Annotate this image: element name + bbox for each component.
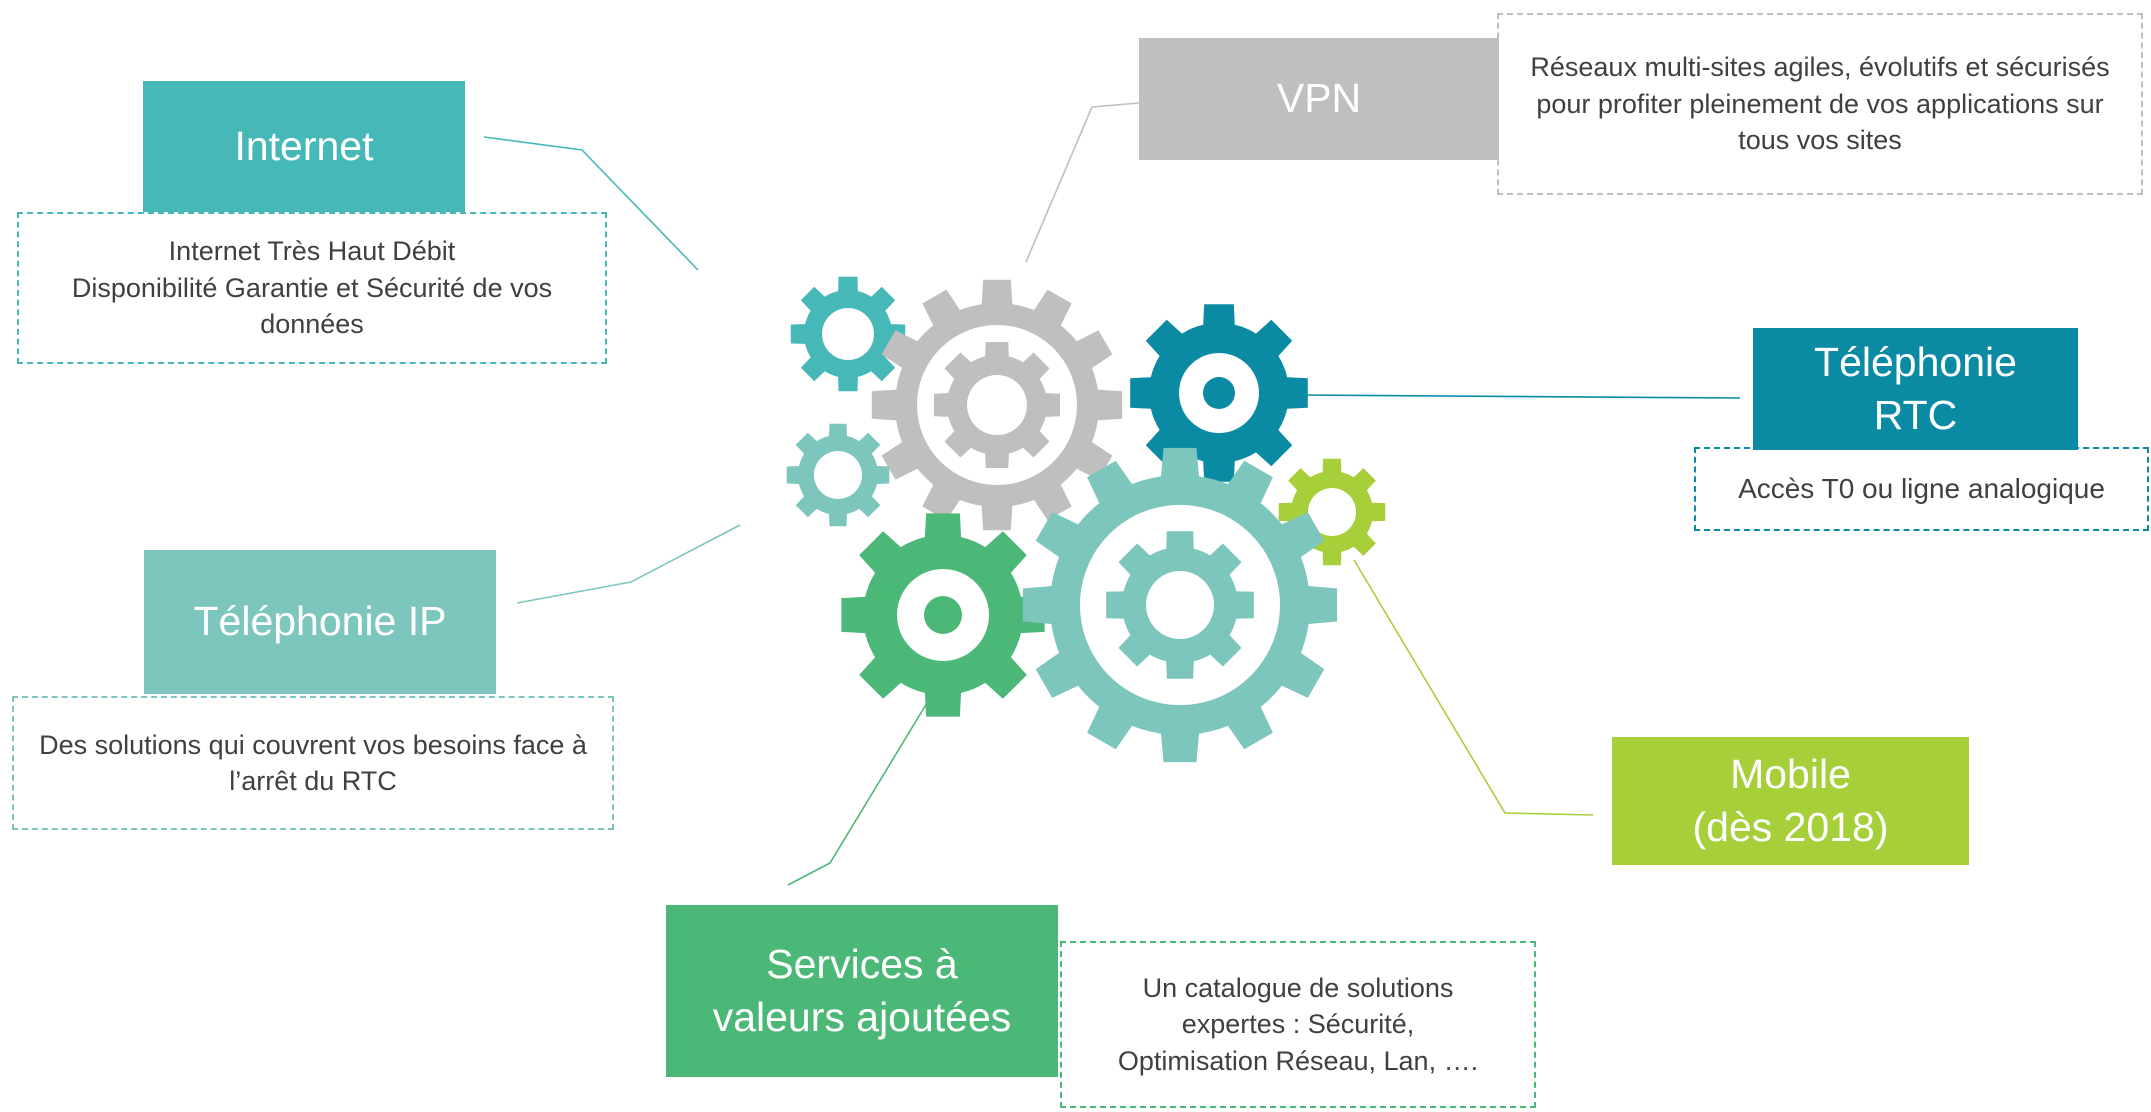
internet-desc-line1: Internet Très Haut Débit — [168, 236, 456, 267]
mobile-title-line1: Mobile — [1730, 750, 1851, 797]
vpn-title: VPN — [1276, 75, 1362, 122]
internet-title-box: Internet — [143, 81, 465, 212]
telephonie-ip-title: Téléphonie IP — [193, 598, 447, 645]
connector-lines — [483, 102, 1741, 886]
gear-medium-green-icon — [841, 513, 1045, 717]
internet-title: Internet — [234, 122, 374, 169]
gear-medium-dark-teal-icon — [1130, 304, 1308, 482]
gear-small-teal-icon — [790, 276, 906, 392]
services-va-description-box: Un catalogue de solutions expertes : Séc… — [1060, 941, 1536, 1108]
connector-services — [787, 697, 931, 886]
telephonie-ip-description-box: Des solutions qui couvrent vos besoins f… — [12, 696, 614, 830]
telephonie-rtc-title-box: Téléphonie RTC — [1753, 328, 2078, 450]
services-va-title-line1: Services à — [766, 940, 958, 987]
services-va-title-box: Services à valeurs ajoutées — [666, 905, 1058, 1077]
telephonie-ip-desc: Des solutions qui couvrent vos besoins f… — [39, 729, 587, 796]
gears-group — [786, 276, 1386, 763]
services-va-desc-line2: expertes : Sécurité, — [1181, 1009, 1415, 1040]
vpn-title-box: VPN — [1139, 38, 1499, 160]
internet-desc-line2: Disponibilité Garantie et Sécurité de vo… — [71, 272, 553, 340]
vpn-desc: Réseaux multi-sites agiles, évolutifs et… — [1530, 52, 2110, 156]
gear-small-light-teal-icon — [786, 423, 890, 527]
mobile-title-box: Mobile (dès 2018) — [1612, 737, 1969, 865]
telephonie-rtc-title-line2: RTC — [1873, 392, 1958, 438]
services-va-desc-line3: Optimisation Réseau, Lan, …. — [1117, 1045, 1479, 1076]
telephonie-rtc-desc: Accès T0 ou ligne analogique — [1738, 473, 2105, 505]
services-va-title-line2: valeurs ajoutées — [712, 994, 1012, 1040]
connector-telephonie-rtc — [1297, 394, 1741, 399]
vpn-description-box: Réseaux multi-sites agiles, évolutifs et… — [1497, 13, 2143, 195]
internet-description-box: Internet Très Haut Débit Disponibilité G… — [17, 212, 607, 364]
services-va-desc-line1: Un catalogue de solutions — [1142, 972, 1454, 1003]
connector-mobile — [1353, 559, 1594, 816]
mobile-title-line2: (dès 2018) — [1692, 804, 1889, 850]
gear-large-light-teal-icon — [1022, 447, 1338, 763]
connector-internet — [483, 136, 699, 271]
telephonie-rtc-description-box: Accès T0 ou ligne analogique — [1694, 447, 2149, 531]
connector-telephonie-ip — [516, 524, 741, 604]
connector-vpn — [1025, 102, 1140, 263]
telephonie-rtc-title-line1: Téléphonie — [1814, 338, 2017, 385]
telephonie-ip-title-box: Téléphonie IP — [144, 550, 496, 694]
gear-large-gray-icon — [871, 279, 1123, 531]
